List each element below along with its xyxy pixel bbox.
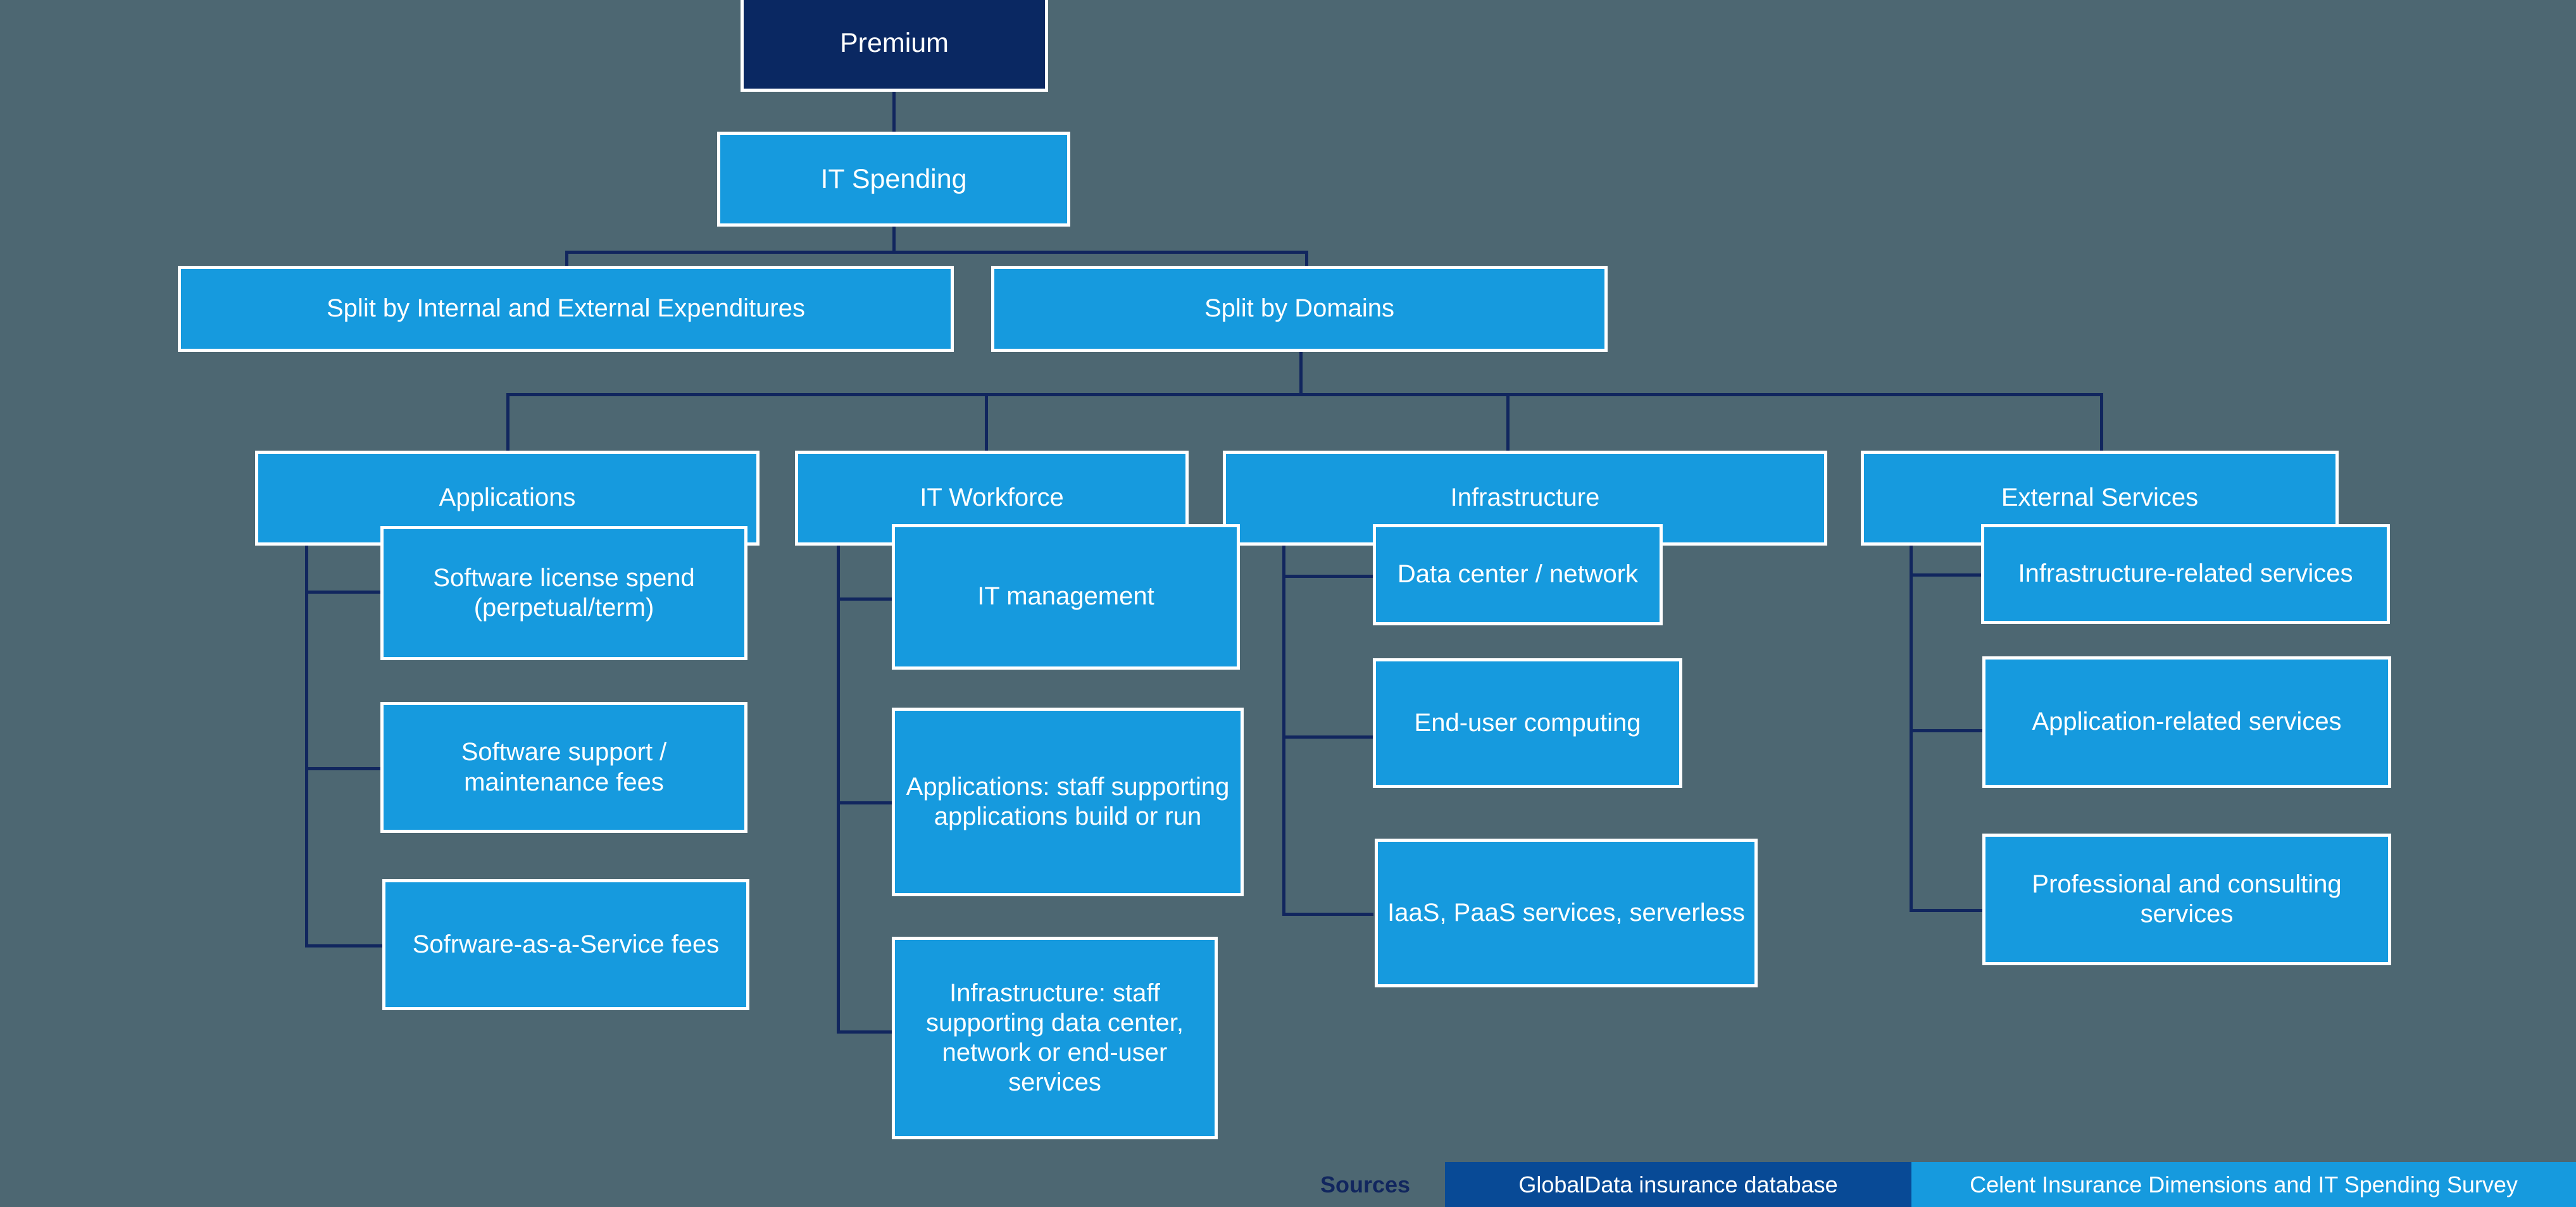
node-premium-label: Premium (839, 28, 949, 59)
connector-infrastructure-stub-3 (1282, 913, 1373, 916)
source-chip-celent[interactable]: Celent Insurance Dimensions and IT Spend… (1911, 1162, 2576, 1207)
connector-level3-drop-applications (506, 393, 510, 452)
leaf-application-related-services-label: Application-related services (2032, 708, 2342, 736)
leaf-infrastructure-staff-label: Infrastructure: staff supporting data ce… (926, 979, 1184, 1097)
leaf-professional-consulting-services-label: Professional and consulting services (2032, 870, 2342, 928)
connector-applications-trunk (305, 487, 308, 947)
leaf-software-license-spend[interactable]: Software license spend (perpetual/term) (380, 526, 747, 660)
node-it-workforce-label: IT Workforce (920, 484, 1064, 512)
node-it-spending[interactable]: IT Spending (717, 132, 1070, 227)
leaf-iaas-paas-serverless[interactable]: IaaS, PaaS services, serverless (1375, 839, 1758, 987)
connector-level2-right-drop (1305, 251, 1308, 266)
leaf-software-as-a-service-fees[interactable]: Sofrware-as-a-Service fees (382, 879, 749, 1010)
connector-infrastructure-stub-1 (1282, 575, 1373, 578)
connector-infrastructure-stub-2 (1282, 735, 1373, 739)
connector-external-services-stub-3 (1910, 909, 1985, 912)
node-split-domains[interactable]: Split by Domains (991, 266, 1608, 352)
connector-it-workforce-stub-2 (837, 801, 892, 804)
connector-it-workforce-trunk (837, 487, 840, 1033)
leaf-end-user-computing[interactable]: End-user computing (1373, 658, 1682, 788)
connector-level3-drop-it-workforce (985, 393, 988, 452)
connector-level3-drop-infrastructure (1506, 393, 1510, 452)
source-chip-globaldata[interactable]: GlobalData insurance database (1445, 1162, 1911, 1207)
connector-external-services-stub-2 (1910, 729, 1985, 732)
leaf-software-support-maintenance-label: Software support / maintenance fees (461, 738, 667, 796)
node-it-spending-label: IT Spending (820, 163, 967, 194)
leaf-data-center-network-label: Data center / network (1397, 560, 1639, 589)
leaf-end-user-computing-label: End-user computing (1414, 708, 1641, 737)
connector-domains-down (1299, 352, 1303, 395)
leaf-infrastructure-related-services[interactable]: Infrastructure-related services (1981, 524, 2390, 624)
node-split-domains-label: Split by Domains (1204, 294, 1395, 323)
leaf-software-support-maintenance[interactable]: Software support / maintenance fees (380, 702, 747, 833)
node-external-services-label: External Services (2001, 484, 2199, 512)
node-infrastructure-label: Infrastructure (1450, 484, 1600, 512)
connector-it-workforce-stub-3 (837, 1030, 892, 1034)
connector-it-workforce-stub-1 (837, 597, 892, 601)
sources-bar: Sources GlobalData insurance database Ce… (0, 1162, 2576, 1207)
leaf-applications-staff-label: Applications: staff supporting applicati… (906, 772, 1230, 830)
connector-level3-drop-external-services (2100, 393, 2103, 452)
connector-applications-stub-1 (305, 591, 382, 594)
leaf-applications-staff[interactable]: Applications: staff supporting applicati… (892, 708, 1244, 896)
leaf-data-center-network[interactable]: Data center / network (1373, 524, 1663, 625)
connector-level2-bus (565, 251, 1308, 254)
leaf-professional-consulting-services[interactable]: Professional and consulting services (1982, 834, 2391, 965)
connector-level2-left-drop (565, 251, 568, 266)
connector-applications-stub-3 (305, 944, 382, 947)
node-split-internal-external-label: Split by Internal and External Expenditu… (327, 294, 805, 323)
node-premium[interactable]: Premium (741, 0, 1048, 92)
node-split-internal-external[interactable]: Split by Internal and External Expenditu… (178, 266, 954, 352)
connector-it-spending-down (892, 227, 896, 252)
leaf-application-related-services[interactable]: Application-related services (1982, 656, 2391, 788)
leaf-software-as-a-service-fees-label: Sofrware-as-a-Service fees (412, 930, 720, 958)
leaf-software-license-spend-label: Software license spend (perpetual/term) (433, 563, 695, 622)
leaf-it-management-label: IT management (977, 582, 1154, 611)
leaf-infrastructure-staff[interactable]: Infrastructure: staff supporting data ce… (892, 937, 1218, 1139)
connector-applications-stub-2 (305, 767, 382, 770)
leaf-infrastructure-related-services-label: Infrastructure-related services (2018, 560, 2353, 588)
connector-external-services-stub-1 (1910, 573, 1985, 577)
connector-level3-bus (506, 393, 2103, 396)
connector-premium-to-it-spending (892, 92, 896, 134)
leaf-it-management[interactable]: IT management (892, 524, 1240, 670)
node-applications-label: Applications (439, 484, 576, 512)
sources-label: Sources (1320, 1171, 1411, 1198)
connector-external-services-trunk (1910, 487, 1913, 911)
connector-infrastructure-trunk (1282, 487, 1285, 915)
leaf-iaas-paas-serverless-label: IaaS, PaaS services, serverless (1387, 898, 1745, 927)
